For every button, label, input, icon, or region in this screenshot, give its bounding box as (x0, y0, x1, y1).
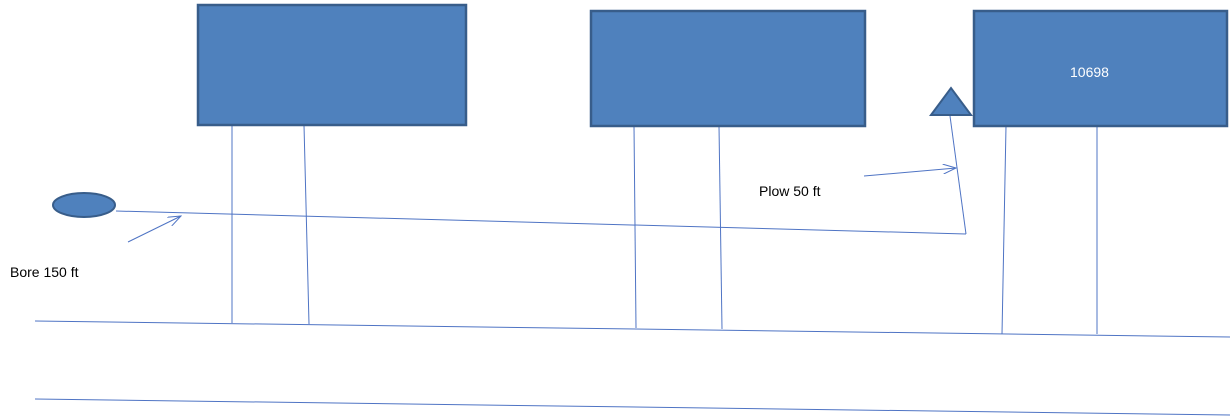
pedestal-triangle (929, 86, 973, 116)
house-3 (972, 9, 1229, 128)
road-line-upper (34, 320, 1230, 338)
plow-arrow (863, 168, 956, 177)
driveway-line (633, 125, 637, 329)
plow-path-line (949, 115, 967, 235)
house-2 (589, 9, 867, 128)
house-3-number-label: 10698 (1070, 64, 1109, 80)
house-1 (196, 3, 468, 127)
bore-path-line (115, 210, 967, 235)
driveway-line (1001, 125, 1007, 335)
bore-label: Bore 150 ft (10, 264, 79, 280)
driveway-line (303, 124, 310, 325)
road-line-lower (34, 398, 1230, 416)
handhole-ellipse (52, 192, 116, 218)
plow-label: Plow 50 ft (759, 183, 821, 199)
bore-arrow (127, 216, 181, 243)
